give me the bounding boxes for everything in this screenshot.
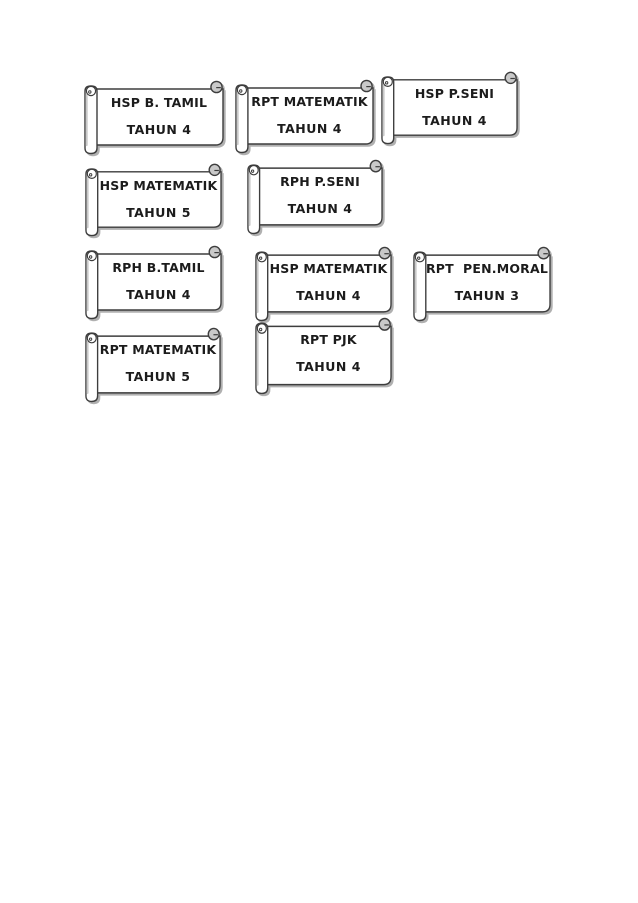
banner-text: RPT MATEMATIK TAHUN 4: [247, 78, 372, 154]
vertical-scroll-shape-icon: [255, 246, 392, 322]
vertical-scroll-shape-icon: [85, 163, 222, 237]
vertical-scroll-shape-icon: [247, 159, 383, 235]
banner-year: TAHUN 4: [126, 287, 191, 302]
banner-title: RPT PEN.MORAL: [425, 261, 549, 276]
scroll-banner[interactable]: RPT PJK TAHUN 4: [254, 316, 392, 395]
scroll-banner[interactable]: RPH P.SENI TAHUN 4: [246, 158, 383, 235]
banner-title: RPT PJK: [300, 332, 357, 347]
banner-year: TAHUN 4: [126, 122, 192, 137]
banner-text: HSP MATEMATIK TAHUN 5: [97, 162, 220, 237]
banner-title: RPH B.TAMIL: [112, 260, 205, 275]
banner-text: HSP B. TAMIL TAHUN 4: [96, 79, 222, 155]
banner-year: TAHUN 4: [296, 359, 361, 374]
vertical-scroll-shape-icon: [84, 80, 224, 155]
banner-year: TAHUN 5: [125, 369, 191, 384]
vertical-scroll-shape-icon: [255, 317, 392, 395]
banner-year: TAHUN 5: [126, 205, 191, 220]
banner-text: HSP P.SENI TAHUN 4: [393, 70, 516, 145]
scroll-banner[interactable]: HSP MATEMATIK TAHUN 5: [84, 162, 222, 237]
vertical-scroll-shape-icon: [381, 71, 518, 145]
banner-text: HSP MATEMATIK TAHUN 4: [267, 245, 390, 322]
banner-year: TAHUN 4: [287, 201, 353, 216]
scroll-banner[interactable]: HSP P.SENI TAHUN 4: [380, 70, 518, 145]
banner-title: RPH P.SENI: [280, 174, 360, 189]
banner-text: RPT PEN.MORAL TAHUN 3: [425, 245, 549, 322]
banner-text: RPT PJK TAHUN 4: [267, 316, 390, 395]
banner-year: TAHUN 4: [277, 121, 342, 136]
banner-title: HSP P.SENI: [414, 86, 495, 101]
scroll-banner[interactable]: HSP MATEMATIK TAHUN 4: [254, 245, 392, 322]
vertical-scroll-shape-icon: [85, 327, 221, 403]
scroll-banner[interactable]: RPH B.TAMIL TAHUN 4: [84, 244, 222, 320]
banner-year: TAHUN 4: [296, 288, 361, 303]
banner-title: RPT MATEMATIK: [99, 342, 217, 357]
banner-title: HSP B. TAMIL: [110, 95, 208, 110]
vertical-scroll-shape-icon: [413, 246, 551, 322]
scroll-banner[interactable]: RPT PEN.MORAL TAHUN 3: [412, 245, 551, 322]
scroll-banner[interactable]: RPT MATEMATIK TAHUN 5: [84, 326, 221, 403]
banner-title: RPT MATEMATIK: [251, 94, 368, 109]
banner-title: HSP MATEMATIK: [269, 261, 388, 276]
banner-text: RPT MATEMATIK TAHUN 5: [97, 326, 219, 403]
banner-year: TAHUN 3: [454, 288, 520, 303]
banner-title: HSP MATEMATIK: [99, 178, 218, 193]
scroll-banner[interactable]: HSP B. TAMIL TAHUN 4: [83, 79, 224, 155]
vertical-scroll-shape-icon: [85, 245, 222, 320]
banner-year: TAHUN 4: [422, 113, 487, 128]
banner-text: RPH P.SENI TAHUN 4: [259, 158, 381, 235]
vertical-scroll-shape-icon: [235, 79, 374, 154]
scroll-banner[interactable]: RPT MATEMATIK TAHUN 4: [234, 78, 374, 154]
banner-text: RPH B.TAMIL TAHUN 4: [97, 244, 220, 320]
